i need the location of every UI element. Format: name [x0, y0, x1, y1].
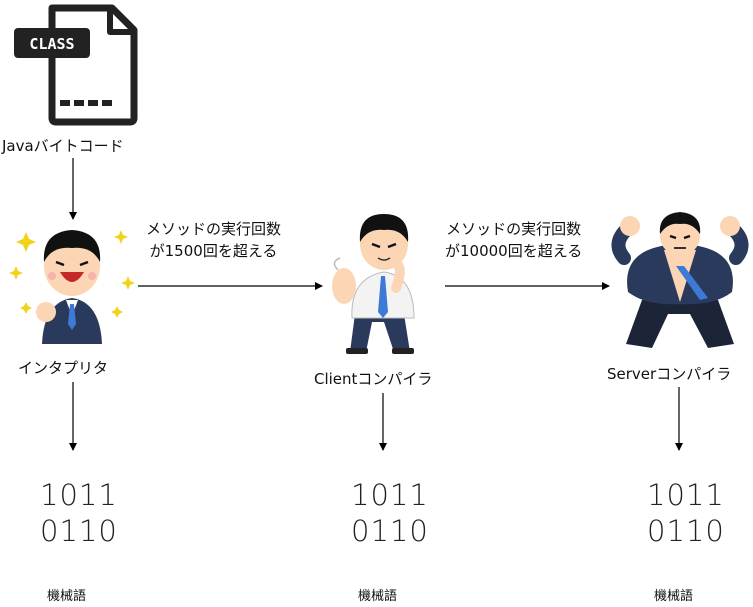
machine-code-label-interpreter: 機械語: [47, 589, 87, 604]
node-label-server-compiler: Serverコンパイラ: [607, 365, 732, 383]
binary-row-2: 0110: [351, 514, 429, 548]
class-badge-text: CLASS: [29, 35, 74, 53]
node-label-client-compiler: Clientコンパイラ: [314, 370, 433, 388]
machine-code-binary-server: 1011 0110: [647, 477, 725, 549]
binary-row-2: 0110: [647, 514, 725, 548]
interpreter-character-icon: [9, 230, 135, 344]
node-label-interpreter: インタプリタ: [18, 359, 109, 377]
binary-row-2: 0110: [40, 514, 118, 548]
machine-code-label-server: 機械語: [654, 589, 694, 604]
edge-label-to-client-line1: メソッドの実行回数: [146, 220, 282, 238]
edge-label-to-server: メソッドの実行回数 が10000回を超える: [445, 218, 582, 262]
class-file-icon: CLASS: [14, 4, 138, 126]
binary-row-1: 1011: [647, 478, 725, 512]
machine-code-binary-interpreter: 1011 0110: [40, 477, 118, 549]
arrows: [69, 158, 683, 451]
machine-code-label-client: 機械語: [358, 589, 398, 604]
edge-label-to-server-line2: が10000回を超える: [445, 242, 583, 260]
node-label-bytecode: Javaバイトコード: [2, 137, 124, 155]
binary-row-1: 1011: [40, 478, 118, 512]
client-compiler-character-icon: [332, 214, 415, 354]
edge-label-to-client: メソッドの実行回数 が1500回を超える: [146, 218, 281, 262]
machine-code-binary-client: 1011 0110: [351, 477, 429, 549]
edge-label-to-server-line1: メソッドの実行回数: [446, 220, 582, 238]
server-compiler-character-icon: [611, 212, 749, 348]
edge-label-to-client-line2: が1500回を超える: [149, 242, 278, 260]
binary-row-1: 1011: [351, 478, 429, 512]
